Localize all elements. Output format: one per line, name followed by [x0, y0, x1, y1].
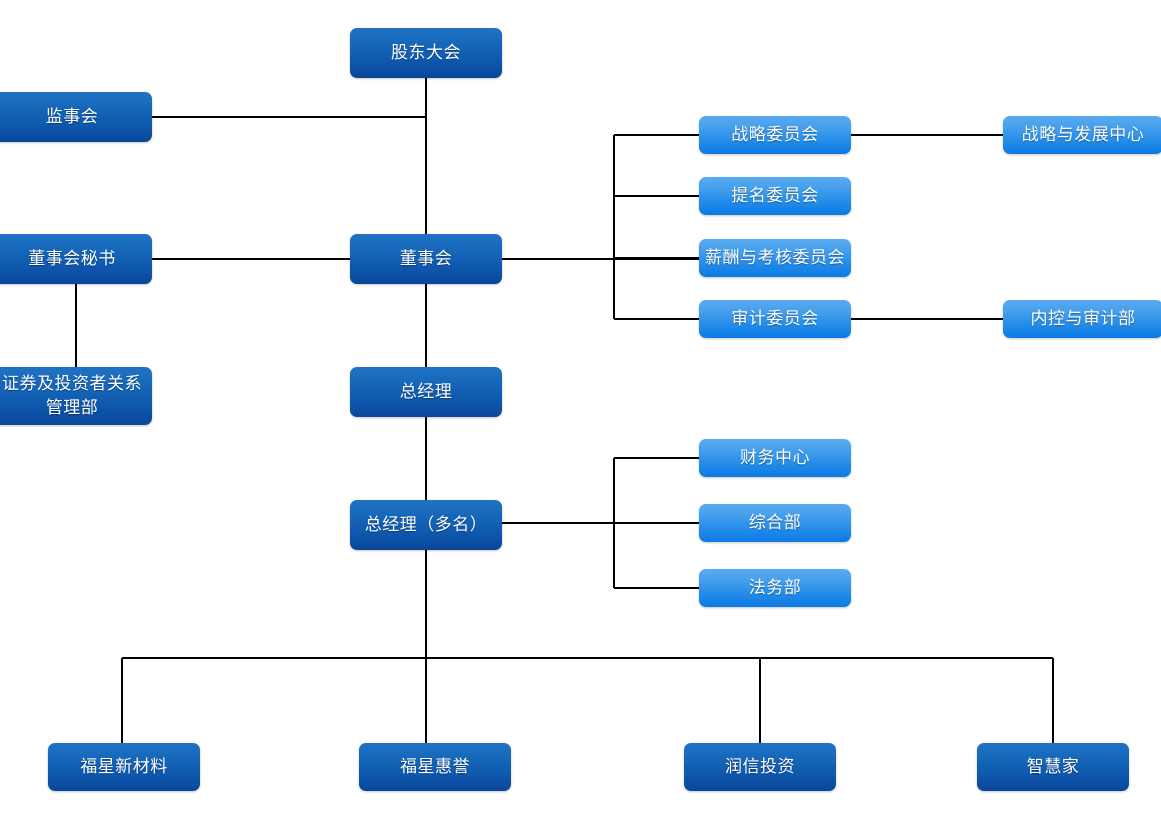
node-internal-audit[interactable]: 内控与审计部	[1003, 300, 1161, 338]
node-label: 审计委员会	[731, 309, 819, 329]
node-label: 润信投资	[725, 757, 795, 777]
node-general-manager[interactable]: 总经理	[350, 367, 502, 417]
node-label: 法务部	[748, 578, 802, 598]
node-securities-dept[interactable]: 证券及投资者关系 管理部	[0, 367, 152, 425]
node-label: 监事会	[45, 107, 99, 127]
node-deputy-managers[interactable]: 总经理（多名）	[350, 500, 502, 550]
node-legal-dept[interactable]: 法务部	[699, 569, 851, 607]
node-strategy-center[interactable]: 战略与发展中心	[1003, 116, 1161, 154]
node-sub-runxin[interactable]: 润信投资	[684, 743, 836, 791]
node-label: 董事会	[399, 249, 453, 269]
node-board-secretary[interactable]: 董事会秘书	[0, 234, 152, 284]
node-remuneration-cmte[interactable]: 薪酬与考核委员会	[699, 239, 851, 277]
node-sub-zhihuijia[interactable]: 智慧家	[977, 743, 1129, 791]
node-shareholders[interactable]: 股东大会	[350, 28, 502, 78]
node-audit-cmte[interactable]: 审计委员会	[699, 300, 851, 338]
node-supervisors[interactable]: 监事会	[0, 92, 152, 142]
node-label: 战略委员会	[731, 125, 819, 145]
node-label: 智慧家	[1026, 757, 1080, 777]
node-strategy-cmte[interactable]: 战略委员会	[699, 116, 851, 154]
node-label: 综合部	[748, 513, 802, 533]
node-nomination-cmte[interactable]: 提名委员会	[699, 177, 851, 215]
node-label: 董事会秘书	[28, 249, 116, 269]
node-sub-new-material[interactable]: 福星新材料	[48, 743, 200, 791]
node-label: 提名委员会	[731, 186, 819, 206]
node-label: 福星惠誉	[400, 757, 470, 777]
node-label: 总经理	[399, 382, 453, 402]
node-label: 内控与审计部	[1030, 309, 1136, 329]
node-label: 财务中心	[740, 448, 810, 468]
node-sub-huiyu[interactable]: 福星惠誉	[359, 743, 511, 791]
node-general-office[interactable]: 综合部	[699, 504, 851, 542]
node-label: 证券及投资者关系 管理部	[2, 374, 142, 418]
node-label: 薪酬与考核委员会	[705, 248, 845, 268]
node-label: 股东大会	[391, 43, 461, 63]
node-finance-center[interactable]: 财务中心	[699, 439, 851, 477]
node-board[interactable]: 董事会	[350, 234, 502, 284]
node-label: 福星新材料	[80, 757, 168, 777]
node-label: 战略与发展中心	[1021, 125, 1145, 145]
node-label: 总经理（多名）	[364, 515, 488, 535]
